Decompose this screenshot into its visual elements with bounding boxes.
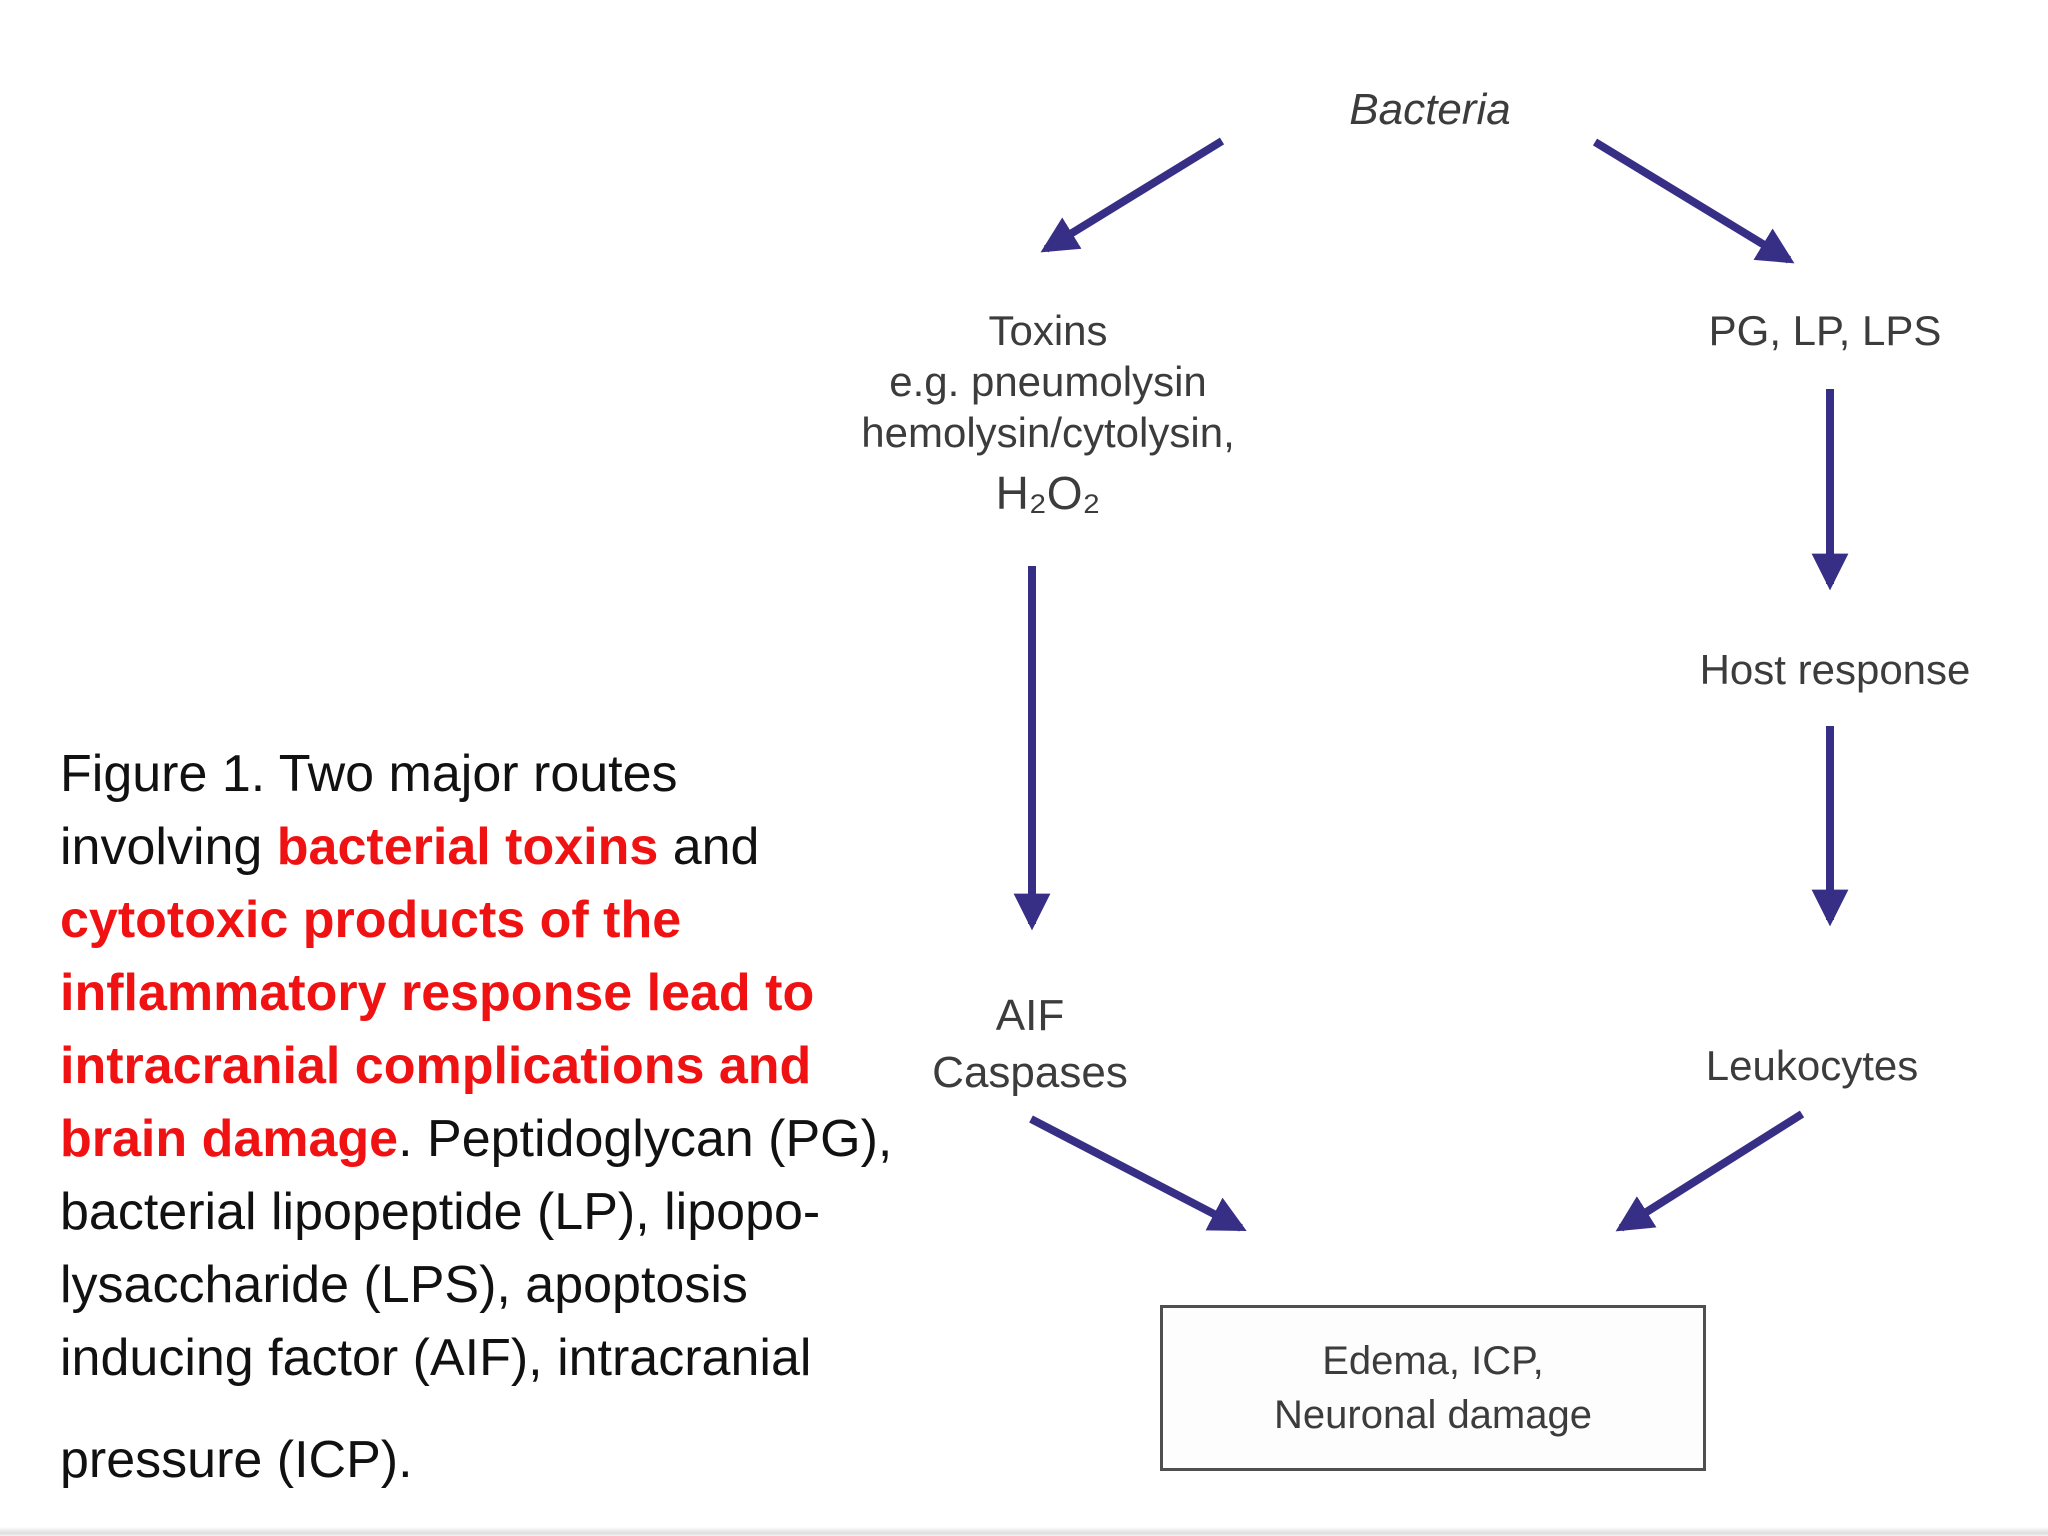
- outcome-line: Neuronal damage: [1274, 1393, 1592, 1437]
- caption-text: inducing factor (AIF), intracranial: [60, 1329, 812, 1387]
- pg-lp-lps-label: PG, LP, LPS: [1708, 307, 1942, 354]
- caption-text: pressure (ICP).: [60, 1431, 413, 1489]
- caption-line: bacterial lipopeptide (LP), lipopo-: [60, 1176, 1020, 1249]
- caption-line: intracranial complications and: [60, 1030, 1020, 1103]
- caption-line: inducing factor (AIF), intracranial: [60, 1322, 1020, 1395]
- bottom-edge-artifact: [0, 1527, 2048, 1536]
- caption-highlight-text: intracranial complications and: [60, 1037, 812, 1095]
- caption-line: involving bacterial toxins and: [60, 811, 1020, 884]
- aif-line: AIF: [995, 991, 1065, 1040]
- arrow-bacteria-to-toxins: [1040, 137, 1225, 253]
- caption-highlight-text: inflammatory response lead to: [60, 964, 815, 1022]
- caption-text: bacterial lipopeptide (LP), lipopo-: [60, 1183, 821, 1241]
- arrow-leukocytes-to-outcome: [1615, 1110, 1805, 1232]
- caption-highlight-text: bacterial toxins: [276, 818, 659, 876]
- arrow-bacteria-to-pg: [1592, 138, 1795, 264]
- caption-text: Figure 1. Two major routes: [60, 745, 678, 803]
- caption-line: Figure 1. Two major routes: [60, 738, 1020, 811]
- caption-highlight-text: cytotoxic products of the: [60, 891, 682, 949]
- caption-line: lysaccharide (LPS), apoptosis: [60, 1249, 1020, 1322]
- toxins-line: e.g. pneumolysin: [889, 358, 1207, 405]
- caption-line: cytotoxic products of the: [60, 884, 1020, 957]
- toxins-line: Toxins: [988, 307, 1108, 354]
- caption-text: lysaccharide (LPS), apoptosis: [60, 1256, 748, 1314]
- host-response-label: Host response: [1699, 646, 1971, 693]
- bacteria-label: Bacteria: [1349, 85, 1511, 134]
- h2o2-line: H₂O₂: [995, 467, 1101, 519]
- figure-caption: Figure 1. Two major routes involving bact…: [60, 738, 1020, 1497]
- toxins-line: hemolysin/cytolysin,: [861, 409, 1235, 456]
- caption-text: . Peptidoglycan (PG),: [398, 1110, 893, 1168]
- caption-line: pressure (ICP).: [60, 1424, 1020, 1497]
- caption-line: brain damage. Peptidoglycan (PG),: [60, 1103, 1020, 1176]
- caspases-line: Caspases: [932, 1048, 1128, 1097]
- arrow-aif-to-outcome: [1029, 1115, 1247, 1232]
- aif-caspases-label: AIF Caspases: [932, 987, 1128, 1101]
- caption-text: involving: [60, 818, 277, 876]
- caption-highlight-text: brain damage: [60, 1110, 399, 1168]
- caption-line: inflammatory response lead to: [60, 957, 1020, 1030]
- outcome-box: Edema, ICP, Neuronal damage: [1160, 1305, 1706, 1471]
- caption-text: and: [658, 818, 760, 876]
- outcome-line: Edema, ICP,: [1322, 1339, 1544, 1383]
- toxins-label: Toxins e.g. pneumolysin hemolysin/cytoly…: [861, 305, 1234, 519]
- leukocytes-label: Leukocytes: [1705, 1042, 1919, 1089]
